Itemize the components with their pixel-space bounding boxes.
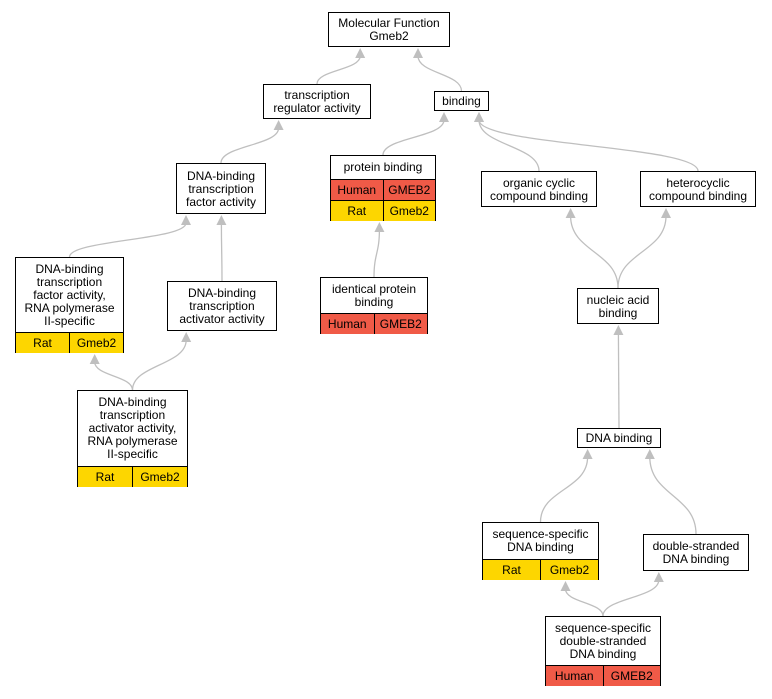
edge-arrowhead <box>374 222 385 232</box>
annotation-row: Human GMEB2 <box>321 313 427 334</box>
annotation-gene: Gmeb2 <box>382 201 436 221</box>
edge-occb-to-binding <box>478 119 540 172</box>
annotation-row: Rat Gmeb2 <box>483 559 598 580</box>
edge-arrowhead <box>644 449 655 459</box>
edge-dnab-to-nab <box>617 332 620 429</box>
annotation-species: Human <box>327 316 367 331</box>
go-term-label: binding <box>442 94 481 108</box>
annotation-gene: GMEB2 <box>382 180 436 200</box>
edge-arrowhead <box>181 215 191 225</box>
edge-arrowhead <box>474 112 484 122</box>
edge-arrowhead <box>613 325 624 335</box>
edge-ssdsdb-to-dsdb <box>602 579 660 617</box>
annotation-species: Human <box>554 668 594 683</box>
annotation-species: Rat <box>347 203 367 218</box>
annotation-species: Rat <box>502 562 521 577</box>
edge-arrowhead <box>413 48 423 58</box>
edge-ssdsdb-to-ssdb <box>564 588 604 617</box>
edge-dbtaa-to-dbtfa <box>220 222 223 282</box>
edge-arrowhead <box>582 449 593 459</box>
annotation-gene: Gmeb2 <box>69 333 123 353</box>
edge-pb-to-binding <box>382 119 445 156</box>
edge-dbtaa2-to-dbtaa <box>131 339 187 391</box>
edge-nab-to-occb <box>569 215 619 289</box>
edge-arrowhead <box>653 572 664 582</box>
edge-ssdb-to-dnab <box>539 456 589 523</box>
edge-tra-to-mf <box>316 55 361 85</box>
edge-dbtaa2-to-dbtfa2 <box>94 361 134 391</box>
go-term-dnab[interactable]: DNA binding <box>577 428 661 448</box>
edge-arrowhead <box>560 581 571 591</box>
edge-arrowhead <box>565 208 576 218</box>
edge-arrowhead <box>89 354 100 364</box>
edge-ipb-to-pb <box>373 229 381 278</box>
go-term-binding[interactable]: binding <box>434 91 489 111</box>
annotation-row: Human GMEB2 <box>331 179 435 200</box>
edge-binding-to-mf <box>417 55 463 92</box>
edge-dbtfa-to-tra <box>220 127 280 164</box>
annotation-row: Rat Gmeb2 <box>78 466 187 487</box>
annotation-gene: GMEB2 <box>373 314 428 334</box>
annotation-species: Rat <box>33 335 52 350</box>
annotation-gene: GMEB2 <box>602 666 661 686</box>
edge-nab-to-hcb <box>617 215 667 289</box>
annotation-gene: Gmeb2 <box>540 560 598 580</box>
annotation-gene: Gmeb2 <box>132 467 187 487</box>
edge-arrowhead <box>355 48 366 58</box>
annotation-row: Rat Gmeb2 <box>16 332 123 353</box>
go-term-label: DNA binding <box>585 431 653 445</box>
edge-dbtfa2-to-dbtfa <box>68 222 187 258</box>
annotation-species: Human <box>337 182 377 197</box>
edge-arrowhead <box>273 120 284 130</box>
edge-arrowhead <box>661 208 671 218</box>
edge-dsdb-to-dnab <box>649 456 697 535</box>
edge-arrowhead <box>216 215 227 225</box>
go-term-label: protein binding <box>343 160 423 174</box>
edge-arrowhead <box>181 332 192 342</box>
edge-arrowhead <box>439 112 449 122</box>
annotation-row: Human GMEB2 <box>546 665 660 686</box>
annotation-species: Rat <box>95 469 115 484</box>
edge-hcb-to-binding <box>478 119 699 172</box>
annotation-row: Rat Gmeb2 <box>331 200 435 221</box>
